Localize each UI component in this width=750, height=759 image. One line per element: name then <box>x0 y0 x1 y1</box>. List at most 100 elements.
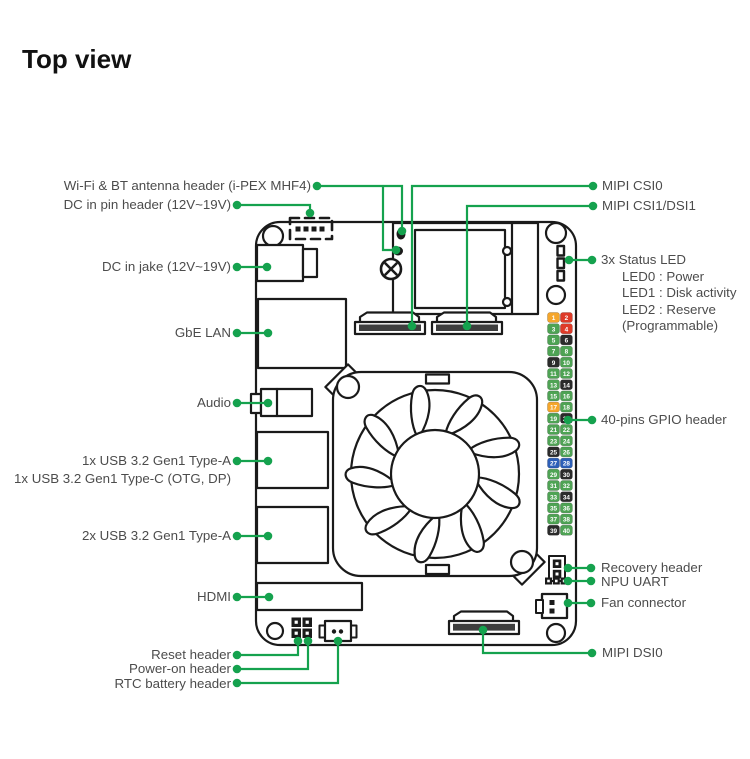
callout-dot-npu-uart <box>563 576 573 586</box>
gpio-pin-15 <box>547 390 560 402</box>
rtc-battery-connector-part <box>318 619 358 643</box>
gpio-pin-22 <box>560 424 573 435</box>
gpio-pin-31 <box>547 480 560 491</box>
gpio-pin-number-8: 8 <box>565 349 569 356</box>
callout-dot-recovery-header <box>586 563 596 573</box>
gpio-pin-24 <box>560 435 573 446</box>
gpio-pin-number-18: 18 <box>563 405 571 412</box>
gpio-pin-18 <box>560 401 573 413</box>
gpio-pin-number-10: 10 <box>563 360 571 367</box>
gpio-pin-35 <box>547 502 560 514</box>
mounting-hole-bottom-left <box>265 621 285 641</box>
gpio-pin-14 <box>560 379 573 390</box>
gpio-pin-9 <box>547 357 560 368</box>
gpio-pin-number-26: 26 <box>563 450 571 457</box>
gbe-lan-port-part <box>256 297 348 370</box>
mounting-hole-top-left <box>261 224 285 248</box>
gpio-pin-13 <box>547 379 560 390</box>
gpio-pin-10 <box>560 357 573 368</box>
callout-dot-gbe-lan <box>263 328 273 338</box>
label-usb-a-1x: 1x USB 3.2 Gen1 Type-A <box>82 453 231 468</box>
gpio-pin-number-7: 7 <box>552 349 556 356</box>
gpio-pin-12 <box>560 368 573 379</box>
gpio-pin-number-24: 24 <box>563 438 571 445</box>
gpio-pin-6 <box>560 334 573 346</box>
callout-wire-mipi-csi1-dsi1 <box>465 204 595 326</box>
callout-dot-dc-in-pin-header <box>232 200 242 210</box>
callout-dot-rtc-battery-header <box>333 636 343 646</box>
gpio-pin-number-17: 17 <box>550 405 558 412</box>
callout-dot-hdmi <box>264 592 274 602</box>
callout-dot-gbe-lan <box>232 328 242 338</box>
gpio-pin-number-3: 3 <box>552 326 556 333</box>
label-audio: Audio <box>197 395 231 410</box>
callout-dot-mipi-csi1-dsi1 <box>462 321 472 331</box>
gpio-pin-number-25: 25 <box>550 450 558 457</box>
gpio-pin-number-38: 38 <box>563 517 571 524</box>
mounting-hole-bottom-right <box>545 622 567 644</box>
callout-dot-reset-header <box>293 636 303 646</box>
fan-connector-part <box>535 592 569 620</box>
gpio-pin-number-29: 29 <box>550 472 558 479</box>
status-led-part <box>556 244 566 282</box>
gpio-pin-25 <box>547 446 560 458</box>
gpio-pin-39 <box>547 525 560 536</box>
gpio-pin-number-33: 33 <box>550 494 558 501</box>
gpio-pin-8 <box>560 345 573 357</box>
label-fan-connector: Fan connector <box>601 595 687 610</box>
label-dc-in-pin-header: DC in pin header (12V~19V) <box>64 197 231 212</box>
label-recovery-header: Recovery header <box>601 560 703 575</box>
gpio-pin-40 <box>560 525 573 536</box>
callout-dot-npu-uart <box>586 576 596 586</box>
gpio-pin-number-9: 9 <box>552 360 556 367</box>
callout-dot-dc-in-pin-header <box>305 208 315 218</box>
gpio-pin-5 <box>547 334 560 346</box>
gpio-pin-number-12: 12 <box>563 371 571 378</box>
gpio-pin-number-2: 2 <box>565 315 569 322</box>
label-status-led1: LED1 : Disk activity <box>622 285 737 300</box>
callout-dot-reset-header <box>232 650 242 660</box>
label-power-on-header: Power-on header <box>129 661 232 676</box>
gpio-pin-number-37: 37 <box>550 517 558 524</box>
callout-dot-wifi-bt-antenna <box>391 245 401 255</box>
gpio-pin-number-31: 31 <box>550 483 558 490</box>
gpio-pin-number-1: 1 <box>552 315 556 322</box>
gpio-pin-27 <box>547 457 560 469</box>
page-title: Top view <box>22 44 132 74</box>
callout-dot-dc-in-jack <box>262 262 272 272</box>
dc-in-pin-header-part <box>288 216 334 241</box>
gpio-pin-number-35: 35 <box>550 506 558 513</box>
label-reset-header: Reset header <box>151 647 231 662</box>
callout-dot-gpio-header <box>587 415 597 425</box>
gpio-pin-number-30: 30 <box>563 472 571 479</box>
gpio-pin-34 <box>560 491 573 502</box>
gpio-pin-number-32: 32 <box>563 483 571 490</box>
gpio-pin-number-4: 4 <box>565 326 569 333</box>
callout-dot-usb-a-2x <box>263 531 273 541</box>
gpio-pin-11 <box>547 368 560 379</box>
mounting-hole-mid-right <box>545 284 567 306</box>
gpio-pin-number-16: 16 <box>563 394 571 401</box>
label-status-led: 3x Status LED <box>601 252 686 267</box>
gpio-pin-number-27: 27 <box>550 461 558 468</box>
gpio-pin-number-15: 15 <box>550 394 558 401</box>
gpio-pin-strip: 1234567891011121314151617181920212223242… <box>547 312 573 536</box>
gpio-pin-19 <box>547 413 560 424</box>
callout-wire-mipi-csi0 <box>410 184 595 326</box>
screw-icon <box>379 257 403 281</box>
callout-wire-rtc-battery-header <box>235 640 340 685</box>
callout-dot-usb-a-2x <box>232 531 242 541</box>
gpio-pin-36 <box>560 502 573 514</box>
callout-dot-wifi-bt-antenna <box>397 226 407 236</box>
gpio-pin-number-6: 6 <box>565 338 569 345</box>
callout-dot-status-led <box>564 255 574 265</box>
gpio-pin-38 <box>560 513 573 525</box>
fan-part <box>324 363 546 586</box>
label-usb-a-2x: 2x USB 3.2 Gen1 Type-A <box>82 528 231 543</box>
callout-wires <box>232 181 598 688</box>
callout-dot-fan-connector <box>586 598 596 608</box>
callout-dot-mipi-csi0 <box>407 321 417 331</box>
callout-dot-fan-connector <box>563 598 573 608</box>
label-npu-uart: NPU UART <box>601 574 669 589</box>
label-dc-in-jack: DC in jake (12V~19V) <box>102 259 231 274</box>
